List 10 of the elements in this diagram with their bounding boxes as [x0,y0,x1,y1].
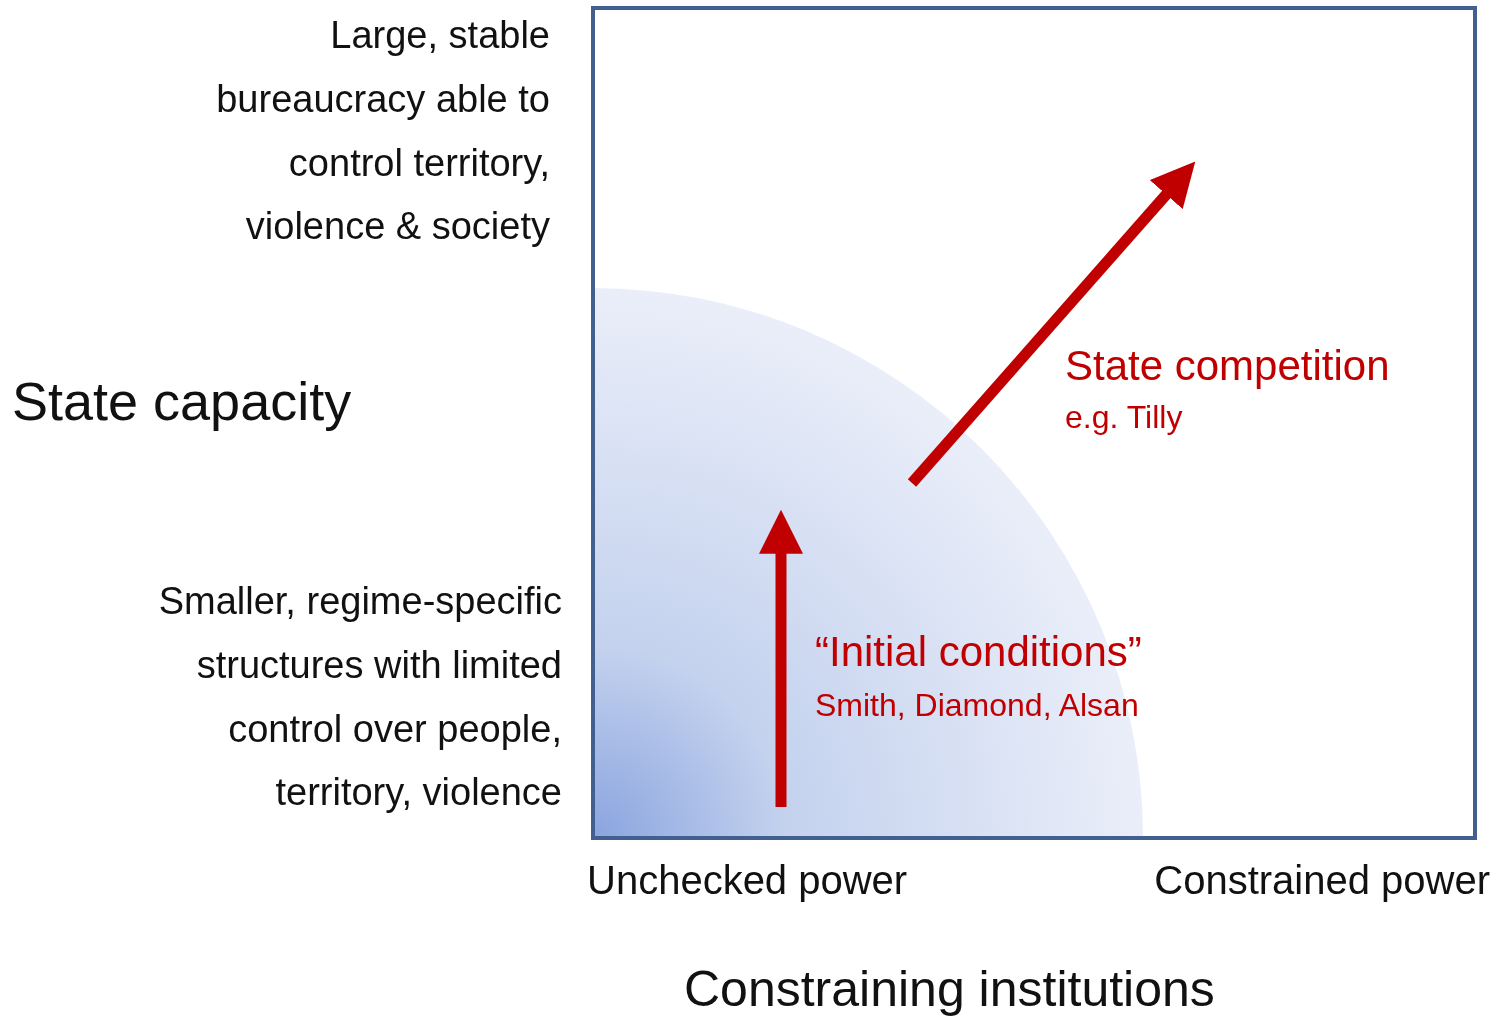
arrow-label: “Initial conditions” [815,627,1142,677]
axis-end-label: Large, stable bureaucracy able to control territory, violence & society [215,13,550,250]
axis-end-label: Unchecked power [587,857,908,904]
arrow-label: State competition [1065,341,1390,391]
arrow-note: e.g. Tilly [1065,398,1183,437]
axis-title: State capacity [12,370,352,433]
axis-end-label: Smaller, regime-specific structures with limited control over people, territory, violence [157,579,562,816]
arrow-note: Smith, Diamond, Alsan [815,686,1139,725]
axis-title: Constraining institutions [684,962,1215,1017]
axis-end-label: Constrained power [1154,857,1490,904]
